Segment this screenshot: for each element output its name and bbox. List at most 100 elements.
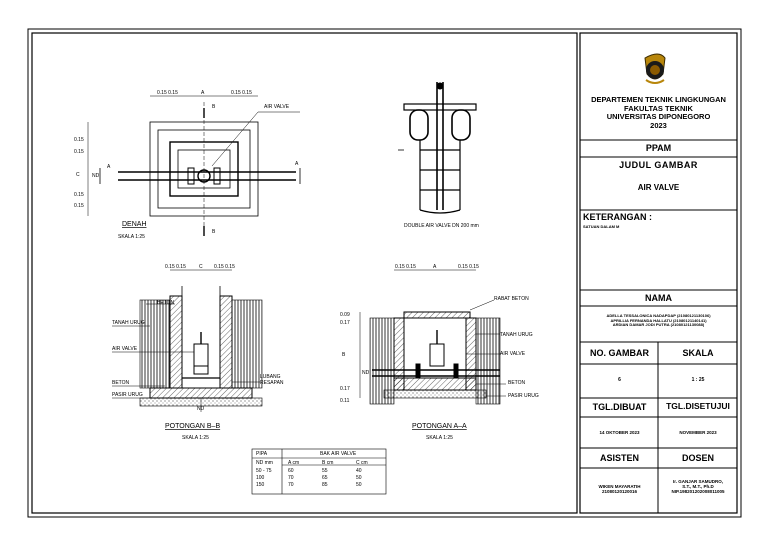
table-cell: 60 (288, 468, 294, 474)
aa-label-beton: BETON (508, 380, 526, 386)
aa-dim-left-5: 0.11 (340, 398, 350, 404)
aa-dim-left-4: 0.17 (340, 386, 350, 392)
plan-dim-left-4: 0.15 (74, 192, 84, 198)
plan-dim-left-2: 0.15 (74, 149, 84, 155)
notes-text: SATUAN DALAM M (583, 224, 620, 229)
bb-dim-top-mid: C (199, 264, 203, 270)
bb-title: POTONGAN B–B (165, 423, 220, 430)
table-cell: 40 (356, 468, 362, 474)
bb-dim-top-right: 0.15 0.15 (214, 264, 235, 270)
table-cell: 55 (322, 468, 328, 474)
table-cell: 70 (288, 482, 294, 488)
aa-dim-left-2: 0.17 (340, 320, 350, 326)
lecturer-info: Ir. GANJAR SAMUDRO, S.T., M.T., Ph.D NIP… (659, 479, 737, 495)
plan-dim-left-1: 0.15 (74, 137, 84, 143)
institution-block: DEPARTEMEN TEKNIK LINGKUNGAN FAKULTAS TE… (582, 95, 735, 131)
outer-border (27, 28, 742, 518)
created-date: 14 OKTOBER 2023 (599, 430, 640, 435)
table-cell: 50 - 75 (256, 468, 272, 474)
names-label: NAMA (645, 293, 672, 303)
assistant-info: WIKEN MAYARATIH 21080120120016 (581, 484, 658, 494)
bb-label-beton: BETON (112, 380, 130, 386)
dimension-table (251, 448, 387, 495)
bb-label-tanah-urug: TANAH URUG (112, 320, 145, 326)
approved-date: NOVEMBER 2023 (679, 430, 717, 435)
university-seal (644, 53, 666, 84)
plan-section-b-bottom: B (212, 229, 216, 235)
assistant-id: 21080120120016 (601, 489, 638, 495)
drawing-title-label: JUDUL GAMBAR (619, 160, 698, 170)
plan-dim-left-5: 0.15 (74, 203, 84, 209)
section-bb (112, 269, 263, 412)
aa-dim-left-1: 0.09 (340, 312, 350, 318)
institution-line: UNIVERSITAS DIPONEGORO (606, 112, 711, 122)
aa-label-rabat-beton: RABAT BETON (494, 296, 529, 302)
air-valve-detail (398, 82, 477, 214)
plan-title: DENAH (122, 221, 147, 228)
drawing-frame (31, 32, 578, 514)
drawing-title: AIR VALVE (637, 183, 680, 192)
table-col-b: B cm (322, 460, 333, 466)
table-cell: 65 (322, 475, 328, 481)
table-header-box: BAK AIR VALVE (320, 451, 357, 457)
names-list: ADELLA TESSALONICA NADAPDAP (21080121130… (582, 313, 735, 328)
aa-dim-left-3: B (342, 352, 346, 358)
detail-caption: DOUBLE AIR VALVE DN 200 mm (404, 223, 479, 229)
student-name: APRILLIA FERNANDA HALLATU (2108012114014… (610, 317, 707, 323)
bb-label-resapan: RESAPAN (260, 380, 284, 386)
aa-title: POTONGAN A–A (412, 423, 467, 430)
assistant-name: WIKEN MAYARATIH (598, 484, 641, 489)
plan-dim-top-mid: A (201, 90, 205, 96)
plan-scale: SKALA 1:25 (118, 234, 145, 240)
bb-label-beton-top: BETON (157, 300, 175, 306)
bb-label-lubang: LUBANG (260, 374, 281, 380)
aa-nd-label: ND (362, 370, 370, 376)
title-block-grid (580, 139, 737, 513)
bb-scale: SKALA 1:25 (182, 435, 209, 441)
lecturer-nip: NIP.198201202008011005 (671, 489, 725, 495)
aa-dim-top-mid: A (433, 264, 437, 270)
plan-view (87, 95, 301, 236)
aa-label-tanah-urug: TANAH URUG (500, 332, 533, 338)
lecturer-degree: S.T., M.T., Ph.D (682, 484, 714, 490)
plan-dim-top-left: 0.15 0.15 (157, 90, 178, 96)
institution-line: 2023 (650, 120, 667, 130)
plan-air-valve-label: AIR VALVE (264, 104, 290, 110)
student-name: ARDIAN DAMAR JODI PUTRA (21080121130088) (612, 322, 705, 328)
scale-label: SKALA (682, 348, 714, 358)
aa-scale: SKALA 1:25 (426, 435, 453, 441)
table-cell: 150 (256, 482, 265, 488)
table-col-c: C cm (356, 460, 368, 466)
table-cell: 100 (256, 475, 265, 481)
table-cell: 70 (288, 475, 294, 481)
bb-label-pasir-urug: PASIR URUG (112, 392, 143, 398)
aa-label-pasir-urug: PASIR URUG (508, 393, 539, 399)
lecturer-name: Ir. GANJAR SAMUDRO, (672, 479, 723, 484)
institution-line: FAKULTAS TEKNIK (624, 103, 693, 113)
plan-section-a-right: A (295, 161, 299, 167)
institution-line: DEPARTEMEN TEKNIK LINGKUNGAN (591, 95, 726, 104)
plan-section-b-top: B (212, 104, 216, 110)
plan-section-a-left: A (107, 164, 111, 170)
approved-label: TGL.DISETUJUI (666, 401, 730, 411)
created-label: TGL.DIBUAT (592, 402, 647, 412)
bb-label-air-valve: AIR VALVE (112, 346, 138, 352)
project-name: PPAM (645, 143, 672, 153)
bb-nd-label: ND (197, 406, 205, 412)
table-header-pipe: PIPA (256, 451, 268, 457)
table-cell: 85 (322, 482, 328, 488)
table-col-a: A cm (288, 460, 299, 466)
plan-dim-left-3: C (76, 172, 80, 178)
lecturer-label: DOSEN (681, 453, 714, 463)
aa-dim-top-left: 0.15 0.15 (395, 264, 416, 270)
plan-nd-label: ND (92, 173, 100, 179)
student-name: ADELLA TESSALONICA NADAPDAP (21080121130… (606, 313, 711, 318)
aa-dim-top-right: 0.15 0.15 (458, 264, 479, 270)
plan-dim-top-right: 0.15 0.15 (231, 90, 252, 96)
aa-label-air-valve: AIR VALVE (500, 351, 526, 357)
table-col-nd: ND mm (256, 460, 273, 466)
section-aa (359, 269, 506, 405)
notes-label: KETERANGAN : (583, 212, 652, 222)
sheet-number-label: NO. GAMBAR (590, 348, 649, 358)
